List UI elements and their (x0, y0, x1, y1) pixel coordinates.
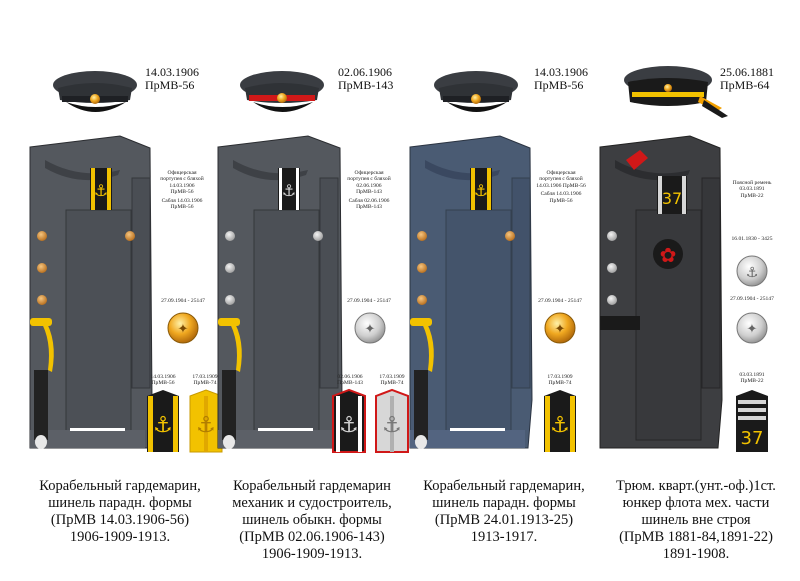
panel-3-strap-label-1: 17.03.1909 ПрМВ-74 (547, 374, 573, 387)
button-detail-4a (736, 255, 768, 287)
shoulder-strap-2b: ⚓ (375, 388, 409, 453)
panel-2-strap-label-1: 02.06.1906 ПрМВ-143 (337, 374, 363, 387)
svg-text:⚓: ⚓ (339, 413, 359, 438)
svg-text:⚓: ⚓ (474, 181, 488, 200)
peakless-cap-4 (624, 66, 728, 118)
svg-text:✦: ✦ (555, 322, 566, 337)
peaked-cap-2 (240, 71, 324, 112)
button-detail-2 (354, 312, 386, 344)
peaked-cap-1 (53, 71, 137, 112)
panel-3-date: 14.03.1906 ПрМВ-56 (534, 65, 588, 92)
panel-2-side-note: Офицерская портупея с бляхой 02.06.1906 … (347, 170, 391, 211)
panel-4-button-date-1: 16.01.1830 - 3425 (731, 236, 773, 242)
svg-text:⚓: ⚓ (196, 413, 216, 438)
svg-text:⚓: ⚓ (550, 413, 570, 438)
panel-4-side-note: Поясной ремень 03.03.1891 ПрМВ-22 (732, 180, 772, 199)
svg-text:⚓: ⚓ (746, 265, 759, 281)
sleeve-number-small: 37 (662, 189, 682, 208)
panel-2-strap-label-2: 17.03.1909 ПрМВ-74 (379, 374, 405, 387)
svg-text:✦: ✦ (747, 322, 758, 337)
panel-4-figure: 37 ✿ ⚓ ✦ 37 (599, 66, 768, 452)
panel-4-strap-label-1: 03.03.1891 ПрМВ-22 (739, 372, 765, 385)
panel-4-date: 25.06.1881 ПрМВ-64 (720, 65, 774, 92)
panel-1-strap-label-1: 14.03.1906 ПрМВ-56 (150, 374, 176, 387)
shoulder-strap-2a: ⚓ (332, 388, 366, 453)
panel-2-caption: Корабельный гардемарин механик и судостр… (232, 478, 392, 562)
shoulder-strap-4: 37 (736, 390, 768, 452)
peaked-cap-3 (434, 71, 518, 112)
panel-1-date: 14.03.1906 ПрМВ-56 (145, 65, 199, 92)
svg-text:⚓: ⚓ (153, 413, 173, 438)
svg-text:✦: ✦ (178, 322, 189, 337)
svg-text:⚓: ⚓ (282, 181, 296, 200)
panel-4-caption: Трюм. кварт.(унт.-оф.)1ст. юнкер флота м… (616, 478, 776, 562)
shoulder-strap-1b: ⚓ (189, 389, 223, 453)
sleeve-number-strap: 37 (741, 428, 764, 449)
button-detail-1 (167, 312, 199, 344)
shoulder-strap-3: ⚓ (544, 390, 576, 452)
panel-2-button-date: 27.09.1904 - 25147 (347, 298, 391, 304)
shoulder-strap-1a: ⚓ (147, 390, 179, 452)
svg-text:⚓: ⚓ (94, 181, 108, 200)
panel-1-caption: Корабельный гардемарин, шинель парадн. ф… (39, 478, 201, 545)
sleeve-badge (653, 239, 683, 269)
panel-3-figure: ⚓ ✦ ⚓ (409, 71, 576, 452)
panel-2-date: 02.06.1906 ПрМВ-143 (338, 65, 394, 92)
panel-4-button-date-2: 27.09.1904 - 25147 (730, 296, 774, 302)
panel-3-button-date: 27.09.1904 - 25147 (538, 298, 582, 304)
svg-text:✦: ✦ (365, 322, 376, 337)
svg-text:⚓: ⚓ (382, 413, 402, 438)
svg-text:✿: ✿ (660, 243, 677, 267)
panel-1-figure: ⚓ ✦ ⚓ ⚓ (29, 71, 223, 453)
button-detail-4b (736, 312, 768, 344)
panel-3-caption: Корабельный гардемарин, шинель парадн. ф… (423, 478, 585, 545)
panel-1-button-date: 27.09.1904 - 25147 (161, 298, 205, 304)
panel-1-strap-label-2: 17.03.1909 ПрМВ-74 (192, 374, 218, 387)
button-detail-3 (544, 312, 576, 344)
panel-2-figure: ⚓ ✦ ⚓ ⚓ (217, 71, 409, 453)
panel-3-side-note: Офицерская портупея с бляхой 14.03.1906 … (536, 170, 586, 204)
panel-1-side-note: Офицерская портупея с бляхой 14.03.1906 … (160, 170, 204, 211)
